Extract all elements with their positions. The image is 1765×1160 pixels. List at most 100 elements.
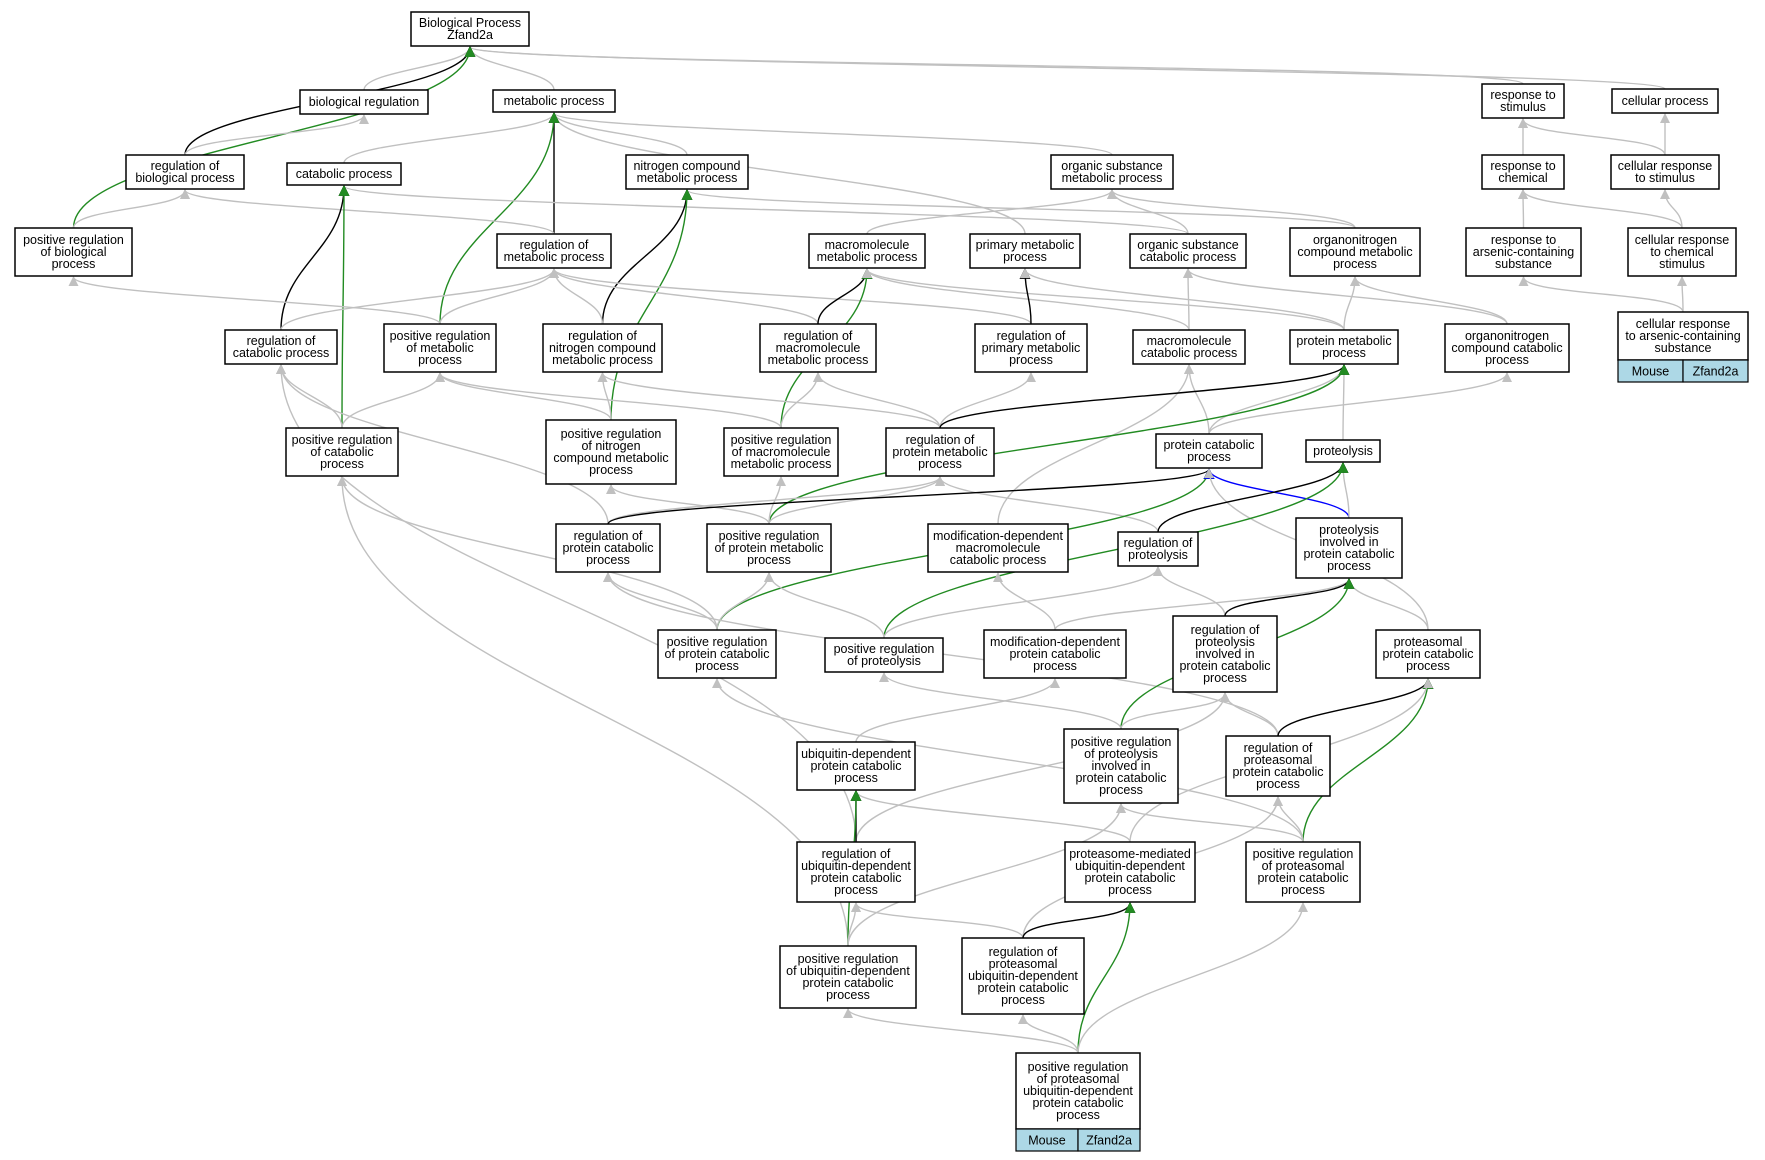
go-term-node-biolreg[interactable]: biological regulation: [299, 89, 429, 115]
edge-pos_reg_prot_ubiq-to-pos_reg_proteasomal: [1077, 902, 1308, 1054]
node-label-line: regulation of: [989, 945, 1058, 959]
node-label-line: process: [1203, 671, 1247, 685]
edge-reg_metab-to-reg_bio: [180, 189, 555, 235]
node-label-line: macromolecule: [1147, 334, 1232, 348]
go-term-node-reg_prot_ubiq[interactable]: regulation ofproteasomalubiquitin-depend…: [961, 937, 1085, 1015]
edge-reg_prot_metab-to-prot_metab: [939, 363, 1350, 429]
annotation-badge-cell: Mouse: [1015, 1128, 1079, 1152]
node-label-line: of catabolic: [310, 445, 373, 459]
node-box: [1610, 154, 1720, 190]
node-label-line: regulation of: [247, 334, 316, 348]
edge-pos_reg_prot_ubiq-to-pos_reg_ubiq: [843, 1008, 1079, 1054]
edge-prot_metab-to-organonitro: [1343, 276, 1360, 331]
node-label-line: metabolic process: [731, 457, 832, 471]
go-term-node-proteasome_med[interactable]: proteasome-mediatedubiquitin-dependentpr…: [1064, 841, 1196, 903]
node-label-line: protein metabolic: [1296, 334, 1391, 348]
go-term-node-proteolysis[interactable]: proteolysis: [1305, 439, 1381, 463]
node-label-line: to chemical: [1650, 245, 1713, 259]
node-label-line: positive regulation: [292, 433, 393, 447]
go-term-node-cellular[interactable]: cellular process: [1611, 88, 1719, 114]
node-box: [1063, 728, 1179, 804]
node-label-line: positive regulation: [731, 433, 832, 447]
node-label-line: regulation of: [906, 433, 975, 447]
edge-reg_prot_metab-to-reg_nitro: [597, 372, 941, 429]
go-term-node-reg_ubiq[interactable]: regulation ofubiquitin-dependentprotein …: [796, 841, 916, 903]
badge-cell-label: Zfand2a: [1086, 1134, 1132, 1148]
node-box: [1172, 615, 1278, 693]
node-label-line: regulation of: [784, 329, 853, 343]
edge-org_sub-to-metab: [549, 112, 1113, 156]
edge-reg_prim-to-reg_metab: [549, 268, 1032, 325]
edge-reg_proteolysis-to-proteolysis: [1157, 461, 1349, 533]
go-term-node-metab[interactable]: metabolic process: [492, 89, 616, 113]
edge-pos_reg_nitro-to-nitro: [610, 188, 693, 421]
node-label-line: positive regulation: [390, 329, 491, 343]
go-term-node-catab[interactable]: catabolic process: [286, 162, 402, 186]
edge-macro_cat-to-org_sub_cat: [1183, 268, 1194, 331]
node-box: [974, 323, 1088, 373]
edge-catab-to-metab: [343, 112, 559, 164]
node-label-line: process: [586, 553, 630, 567]
node-label-line: process: [834, 883, 878, 897]
edge-pos_reg_cat-to-pos_reg_metab: [341, 372, 445, 429]
node-box: [706, 523, 832, 573]
edge-prot_metab-to-prim_metab: [1020, 268, 1345, 331]
node-box: [1465, 227, 1582, 277]
node-label-line: of proteolysis: [1084, 747, 1158, 761]
node-label-line: ubiquitin-dependent: [801, 747, 911, 761]
node-label-line: protein catabolic: [1075, 771, 1166, 785]
node-box: [542, 323, 663, 373]
node-label-line: protein catabolic: [802, 976, 893, 990]
node-box: [1627, 227, 1737, 277]
node-label-line: ubiquitin-dependent: [968, 969, 1078, 983]
go-term-node-mod_dep_macro[interactable]: modification-dependentmacromoleculecatab…: [927, 523, 1069, 573]
node-label-line: ubiquitin-dependent: [801, 859, 911, 873]
node-label-line: response to: [1490, 159, 1555, 173]
node-label-line: proteasomal: [1244, 753, 1313, 767]
